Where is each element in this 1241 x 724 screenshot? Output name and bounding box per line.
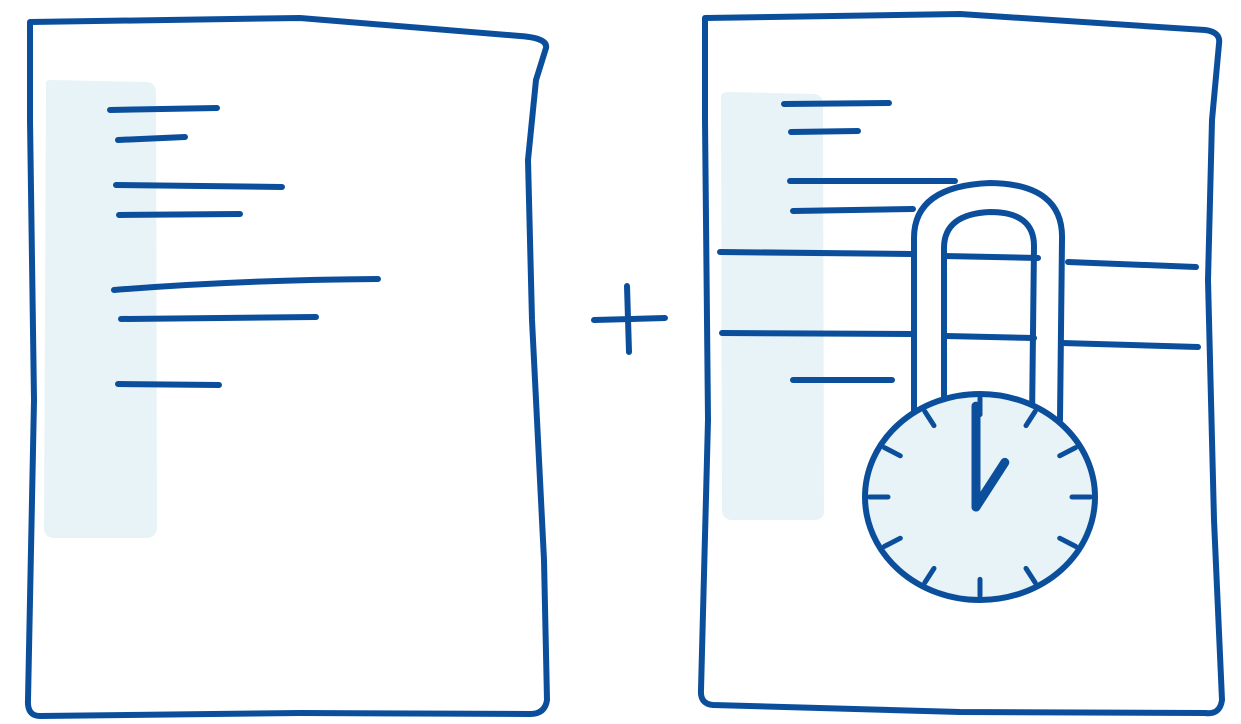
clock-icon	[865, 394, 1095, 600]
text-line	[110, 108, 217, 110]
locked-document-icon	[701, 14, 1222, 713]
text-line	[791, 131, 858, 132]
padlock-icon	[865, 183, 1095, 600]
plus-icon	[594, 286, 665, 352]
text-line	[118, 137, 185, 140]
text-line	[784, 103, 889, 104]
text-line	[116, 185, 282, 187]
document-highlight-band	[721, 92, 824, 520]
document-icon	[28, 18, 547, 716]
text-line	[121, 317, 316, 319]
text-line	[793, 209, 913, 211]
document-highlight-band	[44, 80, 157, 538]
text-line	[118, 384, 219, 385]
text-line	[119, 214, 240, 215]
